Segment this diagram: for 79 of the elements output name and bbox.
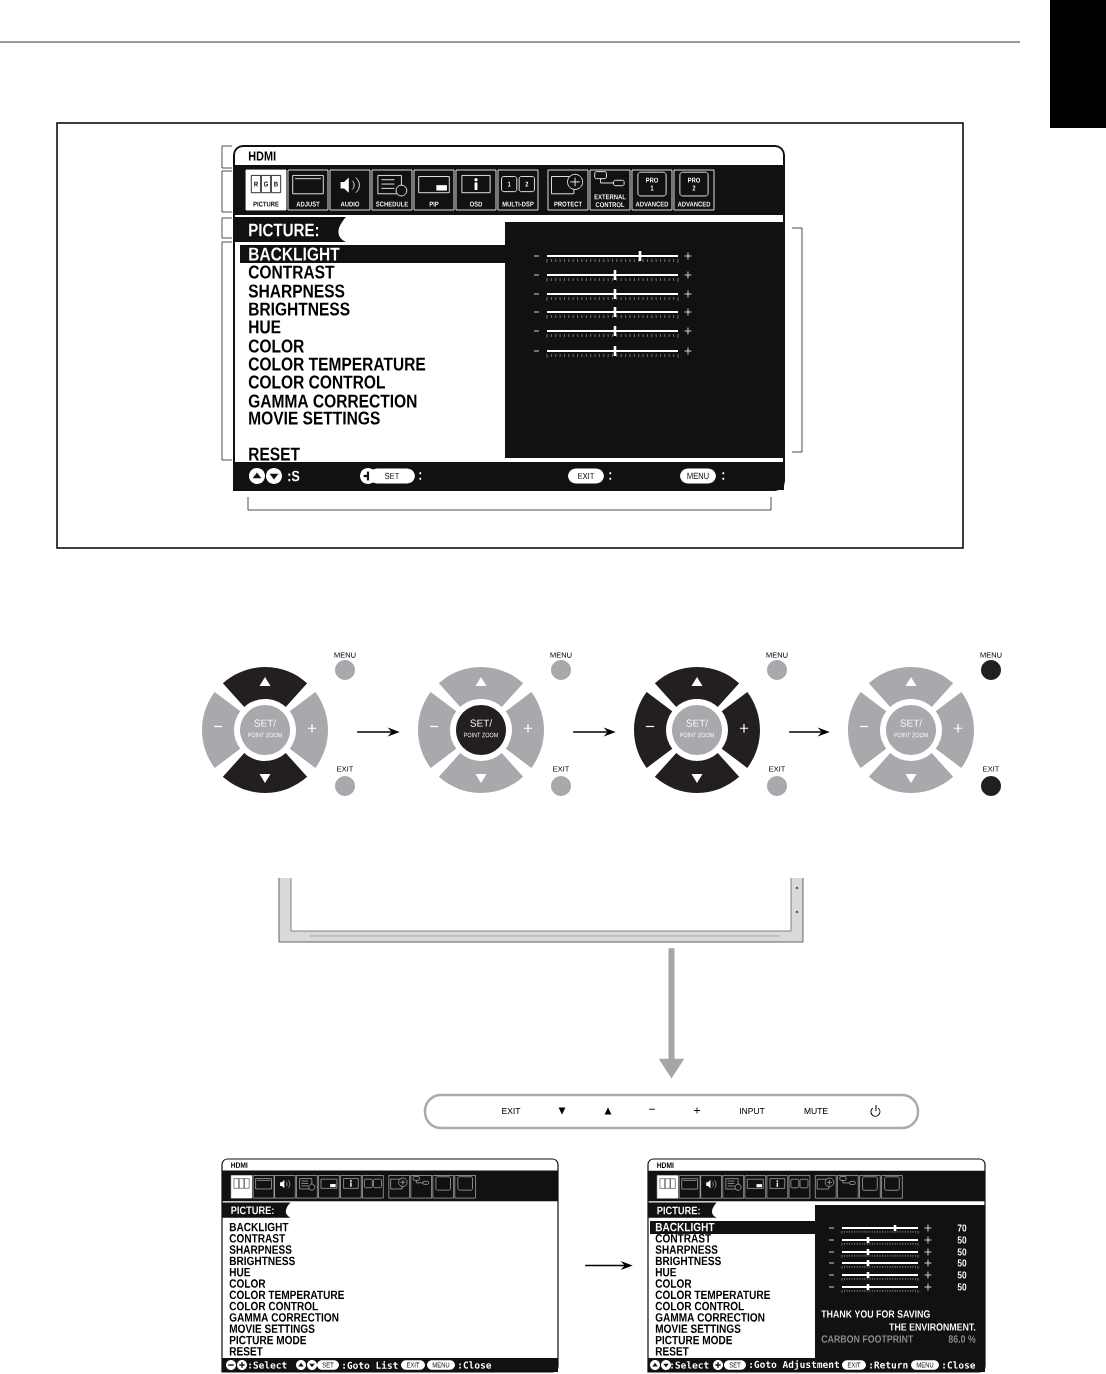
button-label: − — [859, 725, 869, 728]
button-label: SET/ — [900, 719, 923, 727]
source-label: HDMI — [248, 151, 276, 161]
button-label: SET/ — [254, 719, 277, 727]
menu-item: PICTURE MODE — [229, 1335, 307, 1345]
footer-text: :Close — [459, 1361, 492, 1369]
menu-item: PICTURE MODE — [655, 1335, 733, 1345]
button-label: − — [649, 1108, 655, 1110]
value-label: 50 — [957, 1248, 967, 1256]
footer-text: : — [419, 472, 422, 480]
button-label: − — [429, 725, 439, 728]
footer-text: : — [722, 472, 725, 480]
menu-item: COLOR CONTROL — [655, 1301, 744, 1311]
menu-item: GAMMA CORRECTION — [229, 1313, 339, 1322]
value-label: 50 — [957, 1236, 967, 1244]
button-label: ▲ — [604, 1107, 612, 1115]
value-label: 50 — [957, 1283, 967, 1291]
menu-item: HUE — [249, 320, 281, 334]
message-text: CARBON FOOTPRINT — [821, 1335, 914, 1343]
menu-item: RESET — [655, 1347, 689, 1356]
value-label: 50 — [957, 1259, 967, 1267]
button-label: + — [523, 724, 533, 733]
menu-item: CONTRAST — [655, 1234, 712, 1243]
menu-item: BACKLIGHT — [229, 1222, 289, 1232]
menu-item: HUE — [229, 1268, 251, 1277]
button-label: INPUT — [740, 1108, 765, 1114]
monitor-drawing — [278, 877, 804, 943]
button-label: EXIT — [502, 1108, 521, 1114]
menu-item: CONTRAST — [229, 1234, 286, 1243]
menu-item: RESET — [229, 1347, 263, 1356]
menu-title-tab: PICTURE: — [222, 1202, 291, 1218]
button-label: + — [694, 1107, 700, 1114]
menu-item: GAMMA CORRECTION — [248, 394, 417, 408]
button-label: + — [307, 724, 317, 733]
value-label: 50 — [957, 1271, 967, 1279]
button-label: ▼ — [558, 1107, 566, 1115]
menu-item: COLOR TEMPERATURE — [248, 357, 426, 371]
button-label: SET/ — [470, 719, 493, 727]
menu-item: COLOR TEMPERATURE — [229, 1290, 344, 1300]
menu-item: BACKLIGHT — [249, 247, 340, 261]
footer-text: :Select — [249, 1361, 287, 1369]
message-text: THANK YOU FOR SAVING — [821, 1310, 930, 1318]
footer-text: : — [609, 472, 612, 480]
value-label: 70 — [957, 1224, 967, 1232]
menu-item: SHARPNESS — [655, 1245, 718, 1254]
button-label: MUTE — [804, 1108, 828, 1114]
menu-item: COLOR CONTROL — [229, 1301, 318, 1311]
message-text: 86.0 % — [948, 1335, 976, 1343]
menu-title-tab: PICTURE: — [234, 217, 346, 242]
menu-item: MOVIE SETTINGS — [655, 1324, 741, 1333]
footer-text: :Return — [870, 1361, 908, 1369]
menu-item: COLOR TEMPERATURE — [655, 1290, 770, 1300]
menu-item: BRIGHTNESS — [249, 302, 350, 316]
menu-item: BRIGHTNESS — [655, 1256, 721, 1266]
button-label: − — [213, 725, 223, 728]
menu-item: COLOR — [248, 339, 304, 353]
menu-item: RESET — [249, 447, 300, 461]
menu-item: COLOR CONTROL — [248, 375, 385, 389]
footer-text: :S — [288, 470, 300, 482]
footer-text: :Goto List — [343, 1361, 398, 1369]
button-label: − — [645, 725, 655, 728]
button-label: SET/ — [686, 719, 709, 727]
footer-text: :Select — [671, 1361, 709, 1369]
button-label: + — [953, 724, 963, 733]
menu-item: MOVIE SETTINGS — [249, 411, 380, 425]
footer-text: :Close — [943, 1361, 976, 1369]
menu-item: MOVIE SETTINGS — [229, 1324, 315, 1333]
menu-item: COLOR — [229, 1279, 266, 1288]
menu-item: BRIGHTNESS — [229, 1256, 295, 1266]
footer-text: :Goto Adjustment — [750, 1360, 839, 1370]
button-label: + — [739, 724, 749, 733]
menu-item: SHARPNESS — [248, 284, 345, 298]
menu-item: CONTRAST — [248, 265, 335, 279]
menu-item: COLOR — [655, 1279, 692, 1288]
menu-item: HUE — [655, 1268, 677, 1277]
menu-item: GAMMA CORRECTION — [655, 1313, 765, 1322]
menu-item: BACKLIGHT — [655, 1222, 715, 1232]
message-text: THE ENVIRONMENT. — [889, 1323, 976, 1331]
menu-item: SHARPNESS — [229, 1245, 292, 1254]
